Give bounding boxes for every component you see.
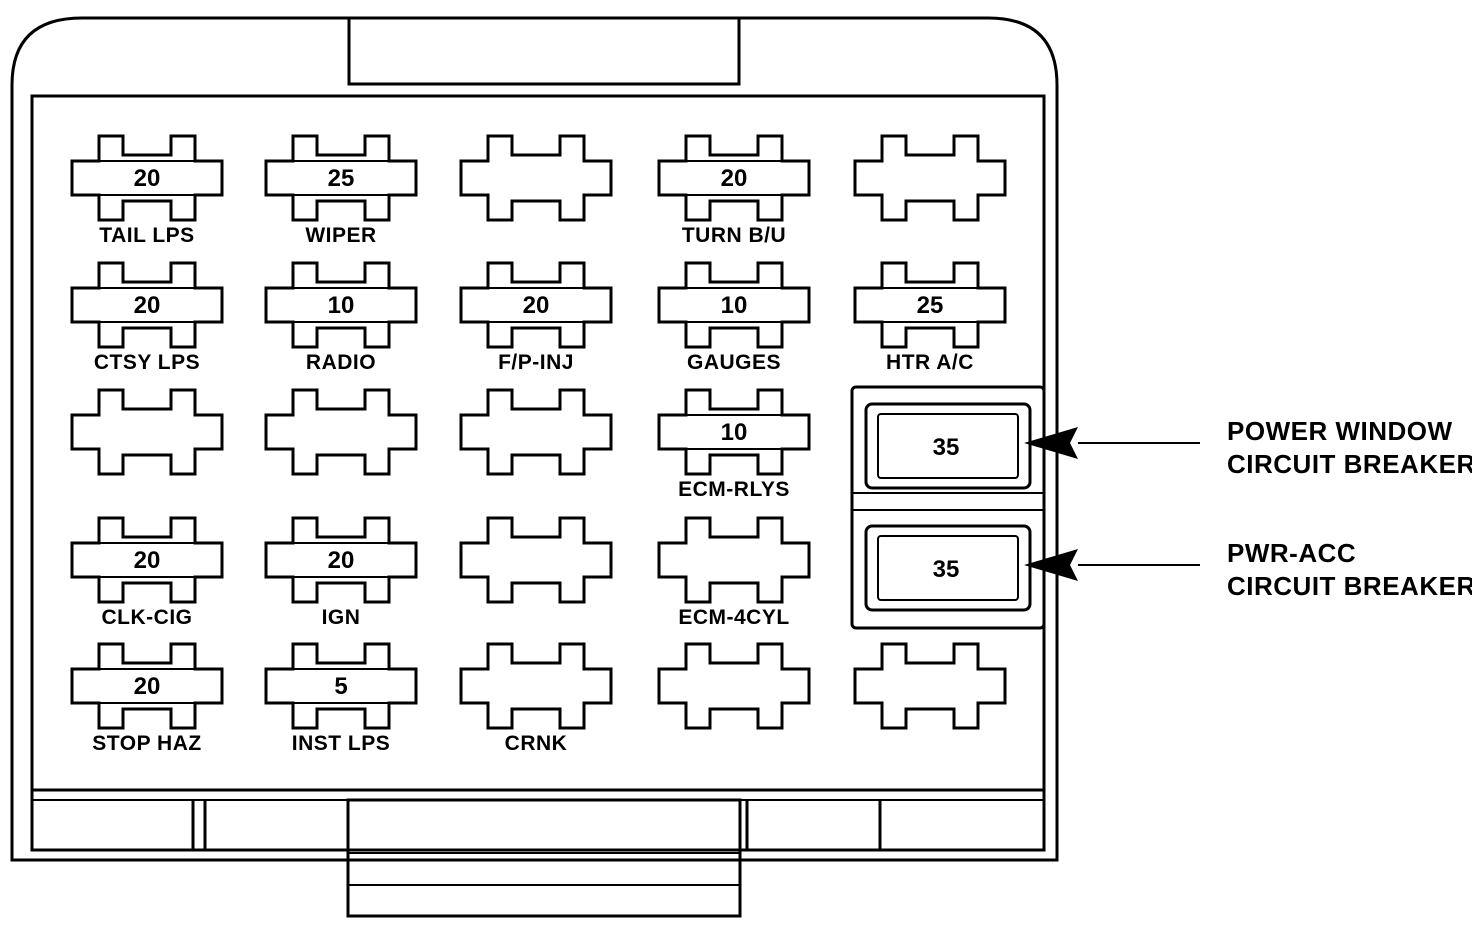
fuse-rating: 20 <box>328 547 355 574</box>
breaker-outer <box>864 524 1032 612</box>
fuse-rating: 20 <box>134 292 161 319</box>
arrow-head-icon <box>1024 427 1078 459</box>
fuse-label: GAUGES <box>687 351 781 374</box>
fuse-outline <box>657 516 811 604</box>
circuit-breaker: 35 <box>864 402 1032 490</box>
fuse-label: STOP HAZ <box>92 732 201 755</box>
fuse-rating: 10 <box>721 419 748 446</box>
fuse-rating: 20 <box>134 673 161 700</box>
fuse-label: HTR A/C <box>886 351 974 374</box>
fuse-slot <box>459 388 613 476</box>
fuse-rating: 20 <box>523 292 550 319</box>
fuse-label: RADIO <box>306 351 376 374</box>
fuse-slot: ECM-4CYL <box>657 516 811 629</box>
fuse-outline <box>459 134 613 222</box>
breaker-inner <box>877 413 1019 479</box>
fuse-rating: 5 <box>334 673 347 700</box>
fuse-label: INST LPS <box>292 732 391 755</box>
fuse-outline <box>459 516 613 604</box>
callout-label: PWR-ACC <box>1227 538 1356 568</box>
fuse-label: CRNK <box>505 732 568 755</box>
fuse-outline <box>459 388 613 476</box>
fuse-label: ECM-4CYL <box>678 606 789 629</box>
fuse-slot: CRNK <box>459 642 613 755</box>
fuse-outline <box>70 388 224 476</box>
fuse-label: CLK-CIG <box>102 606 193 629</box>
circuit-breaker-housing <box>850 385 1046 630</box>
fuse-rating: 25 <box>917 292 944 319</box>
fuse-outline <box>264 388 418 476</box>
fuse-outline <box>853 134 1007 222</box>
fuse-rating: 25 <box>328 165 355 192</box>
breaker-inner <box>877 535 1019 601</box>
fuse-label: TURN B/U <box>682 224 786 247</box>
arrow-head-icon <box>1024 549 1078 581</box>
fuse-slot <box>264 388 418 476</box>
fuse-label: TAIL LPS <box>99 224 194 247</box>
callout-label: POWER WINDOW <box>1227 416 1453 446</box>
fuse-slot <box>70 388 224 476</box>
callout-label: CIRCUIT BREAKER <box>1227 571 1472 601</box>
bottom-tab <box>346 798 742 918</box>
fuse-rating: 10 <box>721 292 748 319</box>
breaker-outer <box>864 402 1032 490</box>
fuse-block-housing <box>10 16 1059 862</box>
fuse-label: IGN <box>322 606 361 629</box>
breaker-rating: 35 <box>933 434 960 461</box>
fuse-slot <box>853 642 1007 730</box>
fuse-outline <box>657 642 811 730</box>
fuse-rating: 10 <box>328 292 355 319</box>
fuse-rating: 20 <box>721 165 748 192</box>
callout-label: CIRCUIT BREAKER <box>1227 449 1472 479</box>
fuse-slot <box>853 134 1007 222</box>
breaker-rating: 35 <box>933 556 960 583</box>
fuse-slot <box>459 134 613 222</box>
fuse-slot <box>459 516 613 604</box>
circuit-breaker: 35 <box>864 524 1032 612</box>
fuse-rating: 20 <box>134 165 161 192</box>
fuse-label: ECM-RLYS <box>678 478 790 501</box>
fuse-rating: 20 <box>134 547 161 574</box>
top-tab <box>347 16 741 86</box>
fuse-slot <box>657 642 811 730</box>
fuse-outline <box>853 642 1007 730</box>
fuse-label: F/P-INJ <box>498 351 574 374</box>
fuse-label: WIPER <box>305 224 376 247</box>
fuse-outline <box>459 642 613 730</box>
fuse-slot: 20F/P-INJ <box>459 261 613 374</box>
fuse-label: CTSY LPS <box>94 351 200 374</box>
